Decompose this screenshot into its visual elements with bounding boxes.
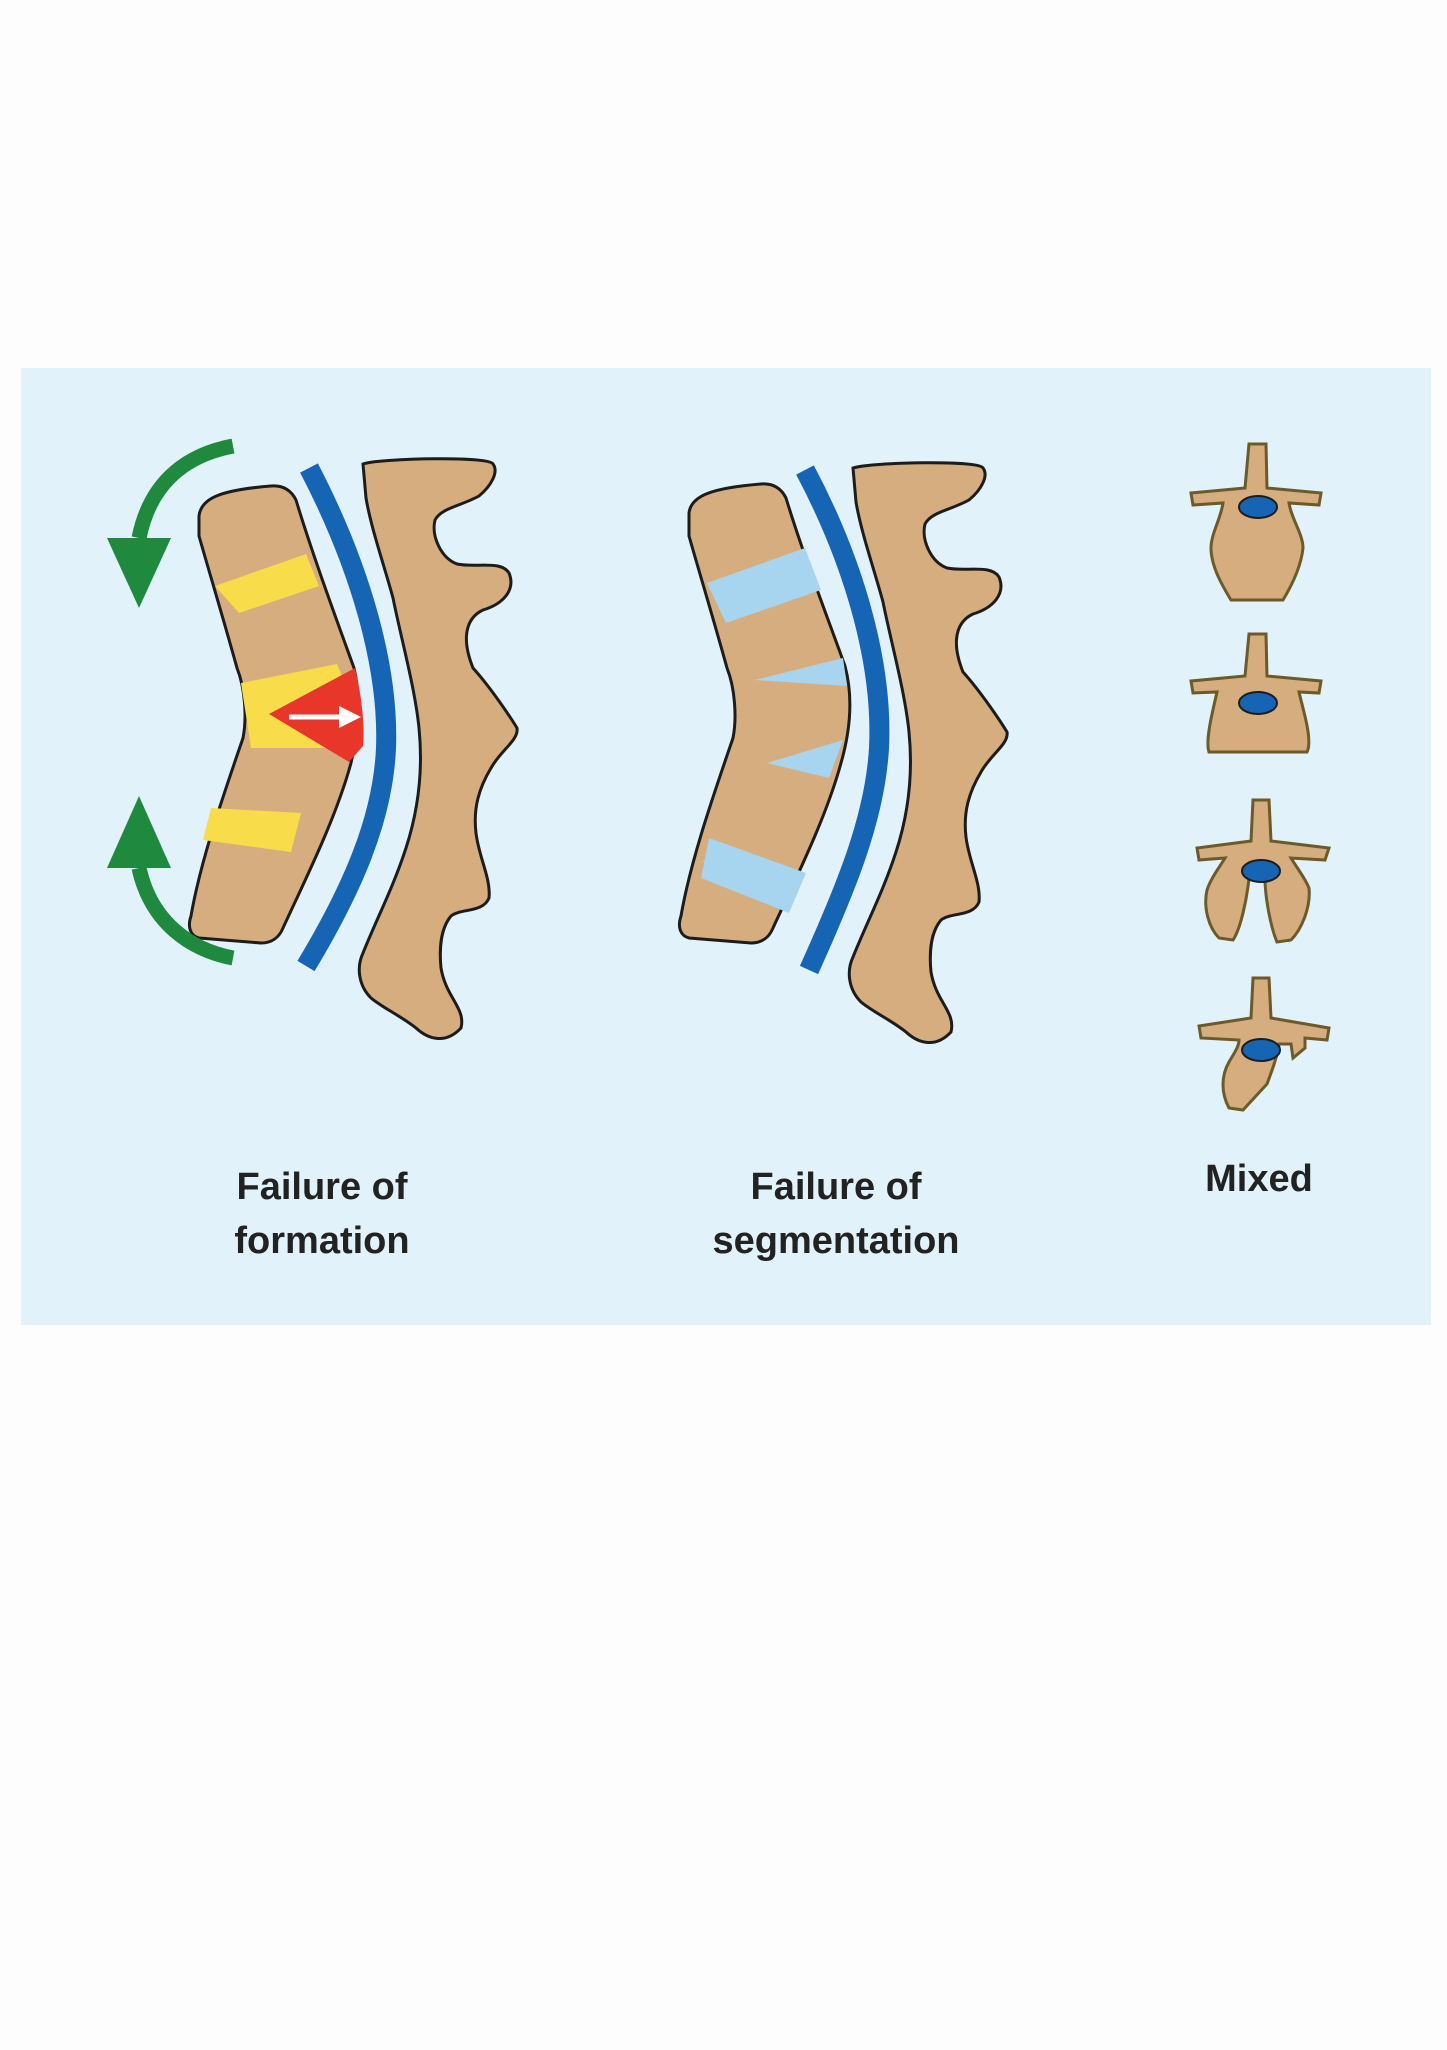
segmentation-bar-lower	[701, 838, 806, 913]
mixed-vertebra-4	[1197, 976, 1331, 1112]
segmentation-wedge-middle-1	[755, 658, 847, 686]
mixed-vertebra-2	[1189, 632, 1323, 754]
curvature-arrow-bottom-body	[131, 866, 235, 966]
segmentation-bar-upper	[707, 548, 821, 623]
segmentation-posterior-elements	[847, 461, 1009, 1044]
formation-defect-lower	[203, 808, 301, 852]
label-failure-of-formation: Failure of formation	[132, 1160, 512, 1268]
formation-defect-upper	[215, 554, 319, 613]
segmentation-spinal-cord	[796, 465, 890, 975]
label-segmentation-line2: segmentation	[712, 1220, 960, 1262]
label-segmentation-line1: Failure of	[750, 1166, 922, 1208]
label-failure-of-segmentation: Failure of segmentation	[646, 1160, 1026, 1268]
label-formation-line1: Failure of	[236, 1166, 408, 1208]
segmentation-diagram	[677, 461, 1009, 1044]
segmentation-wedge-middle-2	[767, 740, 843, 778]
curvature-arrow-top-body	[131, 438, 235, 540]
curved-arrow-icon	[107, 538, 171, 608]
formation-diagram	[107, 438, 519, 1040]
label-mixed-line1: Mixed	[1205, 1158, 1313, 1200]
diagram-panel: Failure of formation Failure of segmenta…	[21, 368, 1431, 1325]
mixed-diagram	[1189, 442, 1332, 1112]
formation-posterior-elements	[357, 457, 519, 1040]
label-formation-line2: formation	[234, 1220, 410, 1262]
mixed-vertebra-3	[1195, 798, 1332, 944]
label-mixed: Mixed	[1069, 1152, 1447, 1206]
diagram-canvas	[21, 368, 1431, 1325]
mixed-vertebra-1	[1189, 442, 1323, 602]
curved-arrow-icon	[107, 796, 171, 868]
right-arrow-icon	[339, 706, 361, 728]
formation-spinal-cord	[297, 463, 397, 972]
